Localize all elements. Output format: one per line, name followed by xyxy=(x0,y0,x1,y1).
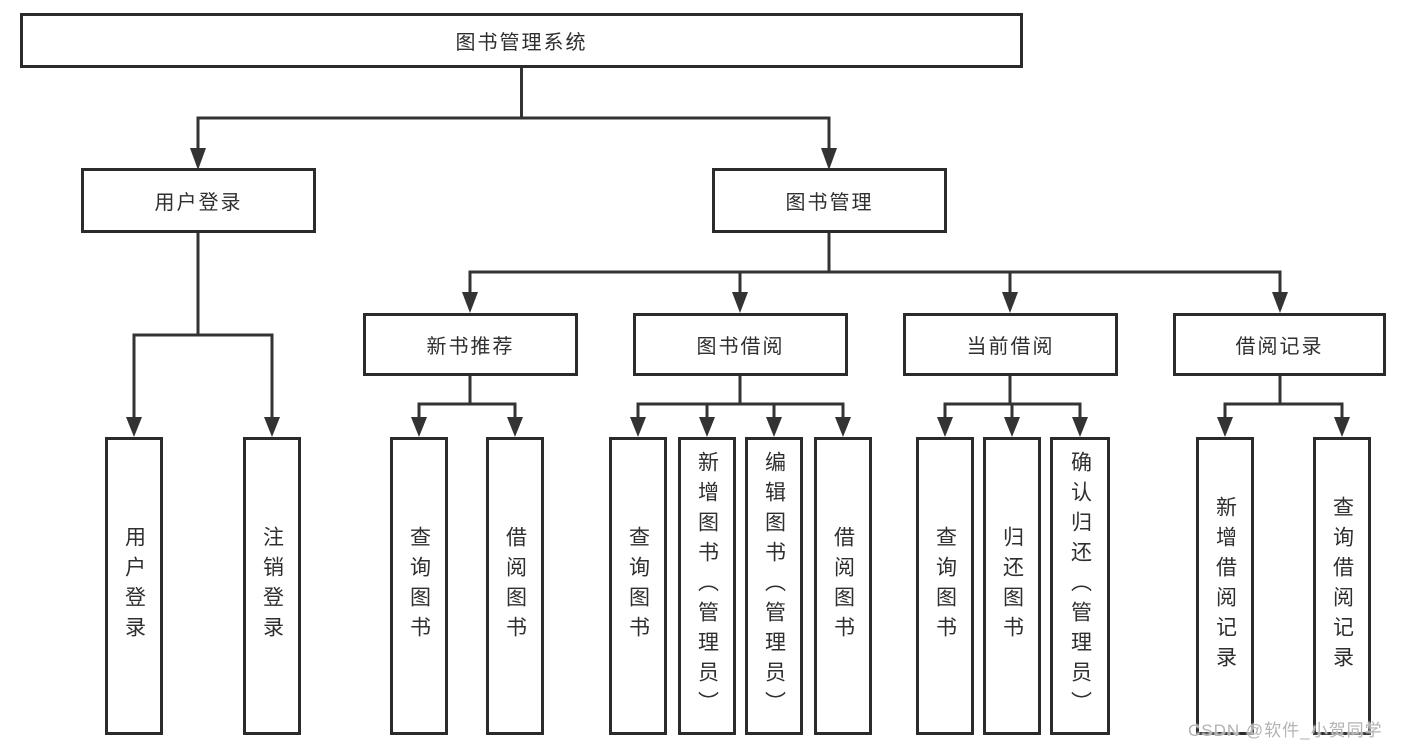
leaf-query-books-borrow: 查询图书 xyxy=(609,437,667,735)
node-label: 图书管理系统 xyxy=(455,32,588,54)
leaf-add-books-admin: 新增图书（管理员） xyxy=(678,437,736,735)
leaf-add-borrow-record: 新增借阅记录 xyxy=(1196,437,1254,735)
node-label: 确认归还（管理员） xyxy=(1068,451,1092,721)
leaf-edit-books-admin: 编辑图书（管理员） xyxy=(745,437,803,735)
leaf-query-borrow-record: 查询借阅记录 xyxy=(1313,437,1371,735)
leaf-logout: 注销登录 xyxy=(243,437,301,735)
leaf-user-login: 用户登录 xyxy=(105,437,163,735)
node-label: 当前借阅 xyxy=(966,336,1055,358)
node-new-book-recommendation: 新书推荐 xyxy=(363,313,578,376)
node-label: 借阅图书 xyxy=(831,526,855,646)
node-user-login: 用户登录 xyxy=(81,168,316,233)
node-book-management: 图书管理 xyxy=(712,168,947,233)
node-label: 图书借阅 xyxy=(696,336,785,358)
node-label: 借阅记录 xyxy=(1235,336,1324,358)
node-label: 新书推荐 xyxy=(426,336,515,358)
node-label: 编辑图书（管理员） xyxy=(762,451,786,721)
node-label: 新增图书（管理员） xyxy=(695,451,719,721)
leaf-confirm-return-admin: 确认归还（管理员） xyxy=(1050,437,1110,735)
node-label: 用户登录 xyxy=(154,192,243,214)
node-borrowing-records: 借阅记录 xyxy=(1173,313,1386,376)
node-label: 借阅图书 xyxy=(503,526,527,646)
node-label: 注销登录 xyxy=(260,526,284,646)
leaf-query-books-recommend: 查询图书 xyxy=(390,437,448,735)
node-label: 新增借阅记录 xyxy=(1213,496,1237,676)
node-label: 查询图书 xyxy=(626,526,650,646)
watermark: CSDN @软件_小贺同学 xyxy=(1188,721,1383,740)
node-label: 查询图书 xyxy=(407,526,431,646)
node-current-borrowing: 当前借阅 xyxy=(903,313,1118,376)
node-label: 图书管理 xyxy=(785,192,874,214)
node-label: 归还图书 xyxy=(1000,526,1024,646)
node-label: 用户登录 xyxy=(122,526,146,646)
leaf-borrow-books-recommend: 借阅图书 xyxy=(486,437,544,735)
leaf-borrow-books: 借阅图书 xyxy=(814,437,872,735)
node-label: 查询图书 xyxy=(933,526,957,646)
node-book-borrowing: 图书借阅 xyxy=(633,313,848,376)
leaf-return-books: 归还图书 xyxy=(983,437,1041,735)
leaf-query-books-current: 查询图书 xyxy=(916,437,974,735)
node-label: 查询借阅记录 xyxy=(1330,496,1354,676)
node-library-management-system: 图书管理系统 xyxy=(20,13,1023,68)
